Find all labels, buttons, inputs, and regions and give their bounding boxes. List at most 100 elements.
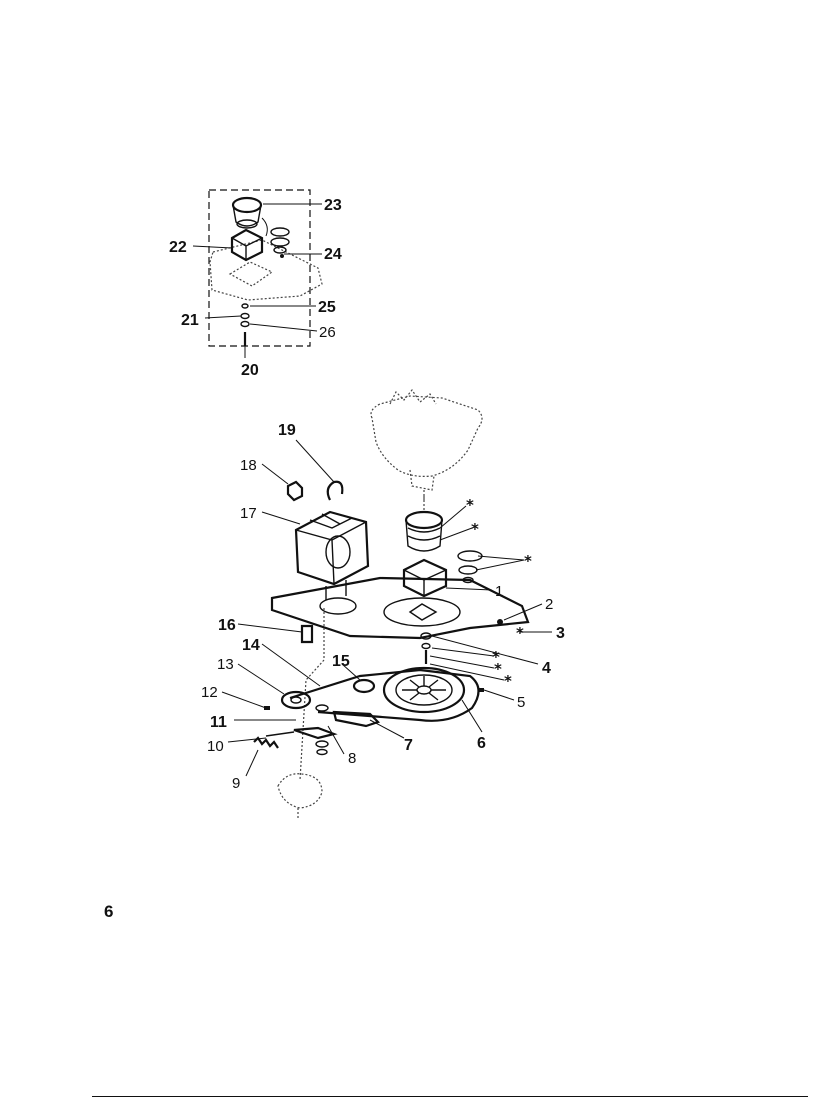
callout-8: 8 <box>348 750 356 767</box>
part-18-brush <box>286 480 304 502</box>
callout-18: 18 <box>240 457 257 474</box>
part-5-screw <box>478 688 484 692</box>
callout-24: 24 <box>324 246 342 263</box>
leader-22 <box>192 245 233 249</box>
callout-16: 16 <box>218 617 236 634</box>
base-plate <box>270 576 530 640</box>
base-plate-opening <box>383 597 461 627</box>
page-number: 6 <box>104 902 114 921</box>
callout-12: 12 <box>201 684 218 701</box>
inset-part-24-ring-a <box>270 227 290 237</box>
inset-detail <box>192 189 323 358</box>
asterisk-3: * <box>524 552 532 570</box>
inset-part-23-base <box>236 219 258 229</box>
leader-1 <box>445 587 493 591</box>
part-9-spring <box>253 736 279 749</box>
callout-11: 11 <box>210 714 227 731</box>
callout-25: 25 <box>318 299 336 316</box>
leader-4 <box>431 635 539 665</box>
inset-plate-outline <box>209 239 323 301</box>
asterisk-2: * <box>471 520 479 538</box>
callouts: 23 22 24 25 21 26 20 19 18 17 1 2 3 16 1… <box>169 197 565 792</box>
leader-16 <box>237 623 303 633</box>
inset-part-22-top <box>231 237 263 260</box>
inset-part-24-pin <box>280 254 284 258</box>
leader-10 <box>227 737 267 743</box>
leader-18 <box>261 463 289 485</box>
part-19-clip <box>326 480 344 501</box>
leader-6 <box>461 699 483 733</box>
part-15-idler <box>352 678 376 694</box>
part-14-belt <box>289 668 480 722</box>
part-8-washer-c <box>316 748 328 756</box>
callout-19: 19 <box>278 422 296 439</box>
part-11-bracket <box>293 726 338 740</box>
callout-7: 7 <box>404 737 413 754</box>
leader-star-c1 <box>477 555 525 561</box>
leader-star-e <box>429 655 495 669</box>
callout-20: 20 <box>241 362 259 379</box>
part-12-screw <box>264 706 270 710</box>
part-6-main-pulley <box>382 666 466 714</box>
inset-part-23-body <box>232 204 262 227</box>
callout-13: 13 <box>217 656 234 673</box>
part-10-rod <box>265 731 295 737</box>
leader-12 <box>221 691 267 709</box>
callout-2: 2 <box>545 596 553 613</box>
leader-star-b <box>439 527 473 541</box>
leader-star-d <box>431 647 495 657</box>
callout-23: 23 <box>324 197 342 214</box>
center-bolt-stack <box>420 619 503 664</box>
inset-plate-opening <box>228 261 274 287</box>
part-8-washer-b <box>315 740 329 748</box>
callout-9: 9 <box>232 775 240 792</box>
part-16-spacer <box>300 624 314 644</box>
callout-10: 10 <box>207 738 224 755</box>
inset-part-25-washer <box>241 303 249 309</box>
callout-21: 21 <box>181 312 199 329</box>
inset-part-24-ring-c <box>273 246 287 254</box>
inset-part-23-cap <box>231 196 263 214</box>
callout-4: 4 <box>542 660 551 677</box>
callout-5: 5 <box>517 694 525 711</box>
leader-17 <box>261 511 301 525</box>
part-13-motor-pulley <box>280 690 312 710</box>
leader-26 <box>249 323 318 332</box>
leader-9 <box>245 749 259 777</box>
leader-star-f <box>429 663 505 681</box>
part-17-motor <box>294 510 370 600</box>
inset-part-21-washer <box>240 312 250 320</box>
callout-26: 26 <box>319 324 336 341</box>
asterisk-4: * <box>516 624 524 642</box>
inset-part-22-block <box>230 228 264 262</box>
asterisk-5: * <box>492 648 500 666</box>
pump-ghost <box>277 773 323 809</box>
leader-7 <box>369 719 405 739</box>
leader-19 <box>295 439 335 483</box>
base-plate-square-hole <box>408 603 438 621</box>
callout-22: 22 <box>169 239 187 256</box>
inset-part-24-ring-b <box>270 237 290 247</box>
leader-13 <box>237 663 285 695</box>
footer-rule <box>92 1096 808 1097</box>
callout-17: 17 <box>240 505 257 522</box>
drive-hub <box>402 510 483 598</box>
asterisk-6: * <box>494 660 502 678</box>
main-assembly <box>221 388 552 818</box>
transmission-housing-ghost <box>370 388 483 502</box>
motor-mount-hole <box>319 597 357 615</box>
leader-5 <box>483 689 515 701</box>
asterisk-7: * <box>504 672 512 690</box>
leader-star-c2 <box>475 559 525 571</box>
inset-dashed-frame <box>208 189 311 347</box>
callout-6: 6 <box>477 735 486 752</box>
leader-2 <box>503 603 543 621</box>
callout-15: 15 <box>332 653 350 670</box>
asterisk-1: * <box>466 496 474 514</box>
part-8-washer-a <box>315 704 329 712</box>
leader-star-a <box>439 505 467 529</box>
inset-part-26-washer <box>240 320 250 328</box>
leader-14 <box>261 643 321 687</box>
leader-15 <box>341 663 361 681</box>
